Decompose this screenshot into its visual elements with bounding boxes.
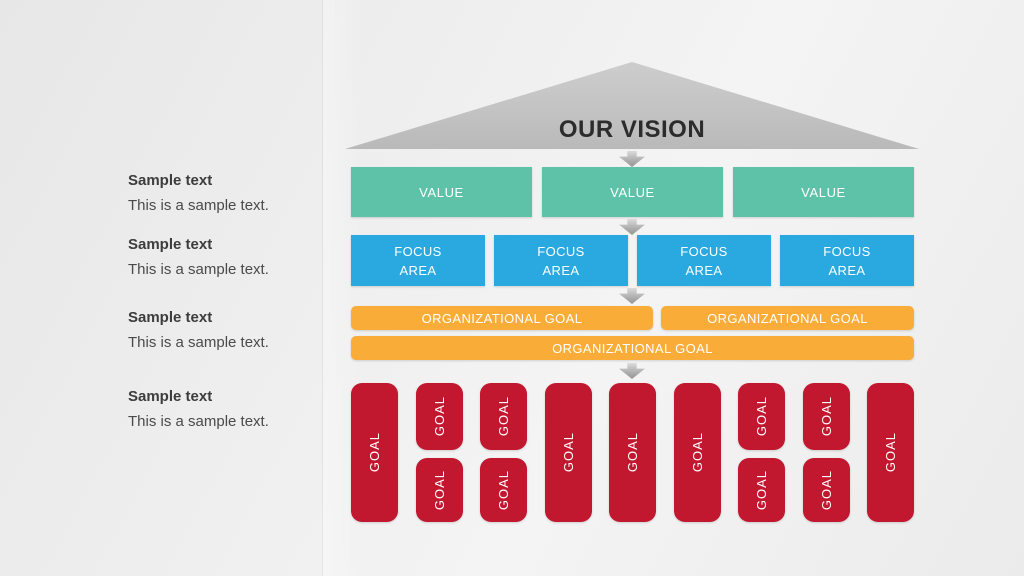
goal-column: GOAL GOAL xyxy=(415,383,463,522)
sample-text-title: Sample text xyxy=(128,309,213,326)
goal-column: GOAL GOAL xyxy=(802,383,850,522)
org-goal-box: ORGANIZATIONAL GOAL xyxy=(661,306,914,330)
sample-text-body: This is a sample text. xyxy=(128,197,269,214)
panel-divider xyxy=(322,0,363,576)
goal-box: GOAL xyxy=(351,383,398,522)
down-arrow-icon xyxy=(619,151,645,167)
org-goals-row: ORGANIZATIONAL GOAL ORGANIZATIONAL GOAL xyxy=(351,306,914,330)
goal-label: GOAL xyxy=(883,432,898,473)
goal-label: GOAL xyxy=(754,469,769,511)
goal-box: GOAL xyxy=(802,458,850,522)
goal-box: GOAL xyxy=(738,383,785,450)
vision-title: OUR VISION xyxy=(558,116,706,143)
focus-area-label: FOCUS AREA xyxy=(537,243,585,278)
goal-column: GOAL xyxy=(609,383,656,522)
goal-box: GOAL xyxy=(415,458,463,522)
goal-label: GOAL xyxy=(818,469,834,511)
sample-text-item: Sample text This is a sample text. xyxy=(128,309,328,352)
value-label: VALUE xyxy=(801,184,846,200)
sample-text-item: Sample text This is a sample text. xyxy=(128,236,328,279)
sample-text-item: Sample text This is a sample text. xyxy=(128,172,328,215)
sample-text-body: This is a sample text. xyxy=(128,413,269,430)
value-box: VALUE xyxy=(733,167,914,217)
goal-column: GOAL xyxy=(867,383,914,522)
goal-label: GOAL xyxy=(689,432,705,473)
org-goal-label: ORGANIZATIONAL GOAL xyxy=(421,310,583,326)
goal-box: GOAL xyxy=(609,383,656,522)
org-goal-label: ORGANIZATIONAL GOAL xyxy=(707,310,868,326)
goal-box: GOAL xyxy=(673,383,721,522)
sample-text-body: This is a sample text. xyxy=(128,334,269,351)
goal-label: GOAL xyxy=(431,469,447,511)
sample-text-title: Sample text xyxy=(128,388,213,405)
values-row: VALUE VALUE VALUE xyxy=(351,167,914,217)
focus-area-box: FOCUS AREA xyxy=(780,235,914,286)
goal-column: GOAL xyxy=(351,383,398,522)
down-arrow-icon xyxy=(619,288,645,304)
value-label: VALUE xyxy=(610,184,655,200)
sample-text-item: Sample text This is a sample text. xyxy=(128,388,328,431)
goal-label: GOAL xyxy=(754,396,769,437)
down-arrow-icon xyxy=(619,219,645,235)
goal-label: GOAL xyxy=(818,396,834,437)
goals-row: GOAL GOAL GOAL GOAL GOAL GOAL GOAL GOAL … xyxy=(351,383,914,522)
sample-text-title: Sample text xyxy=(128,236,213,253)
goal-box: GOAL xyxy=(544,383,592,522)
goal-label: GOAL xyxy=(367,432,382,473)
goal-box: GOAL xyxy=(802,383,850,450)
value-box: VALUE xyxy=(542,167,723,217)
goal-column: GOAL xyxy=(544,383,592,522)
org-goal-box: ORGANIZATIONAL GOAL xyxy=(351,336,914,360)
goal-box: GOAL xyxy=(738,458,785,522)
sample-text-title: Sample text xyxy=(128,172,213,189)
focus-area-label: FOCUS AREA xyxy=(823,243,871,278)
goal-box: GOAL xyxy=(480,458,527,522)
org-goal-label: ORGANIZATIONAL GOAL xyxy=(552,340,713,356)
goal-box: GOAL xyxy=(867,383,914,522)
goal-column: GOAL GOAL xyxy=(480,383,527,522)
goal-label: GOAL xyxy=(625,432,640,473)
org-goal-wide-row: ORGANIZATIONAL GOAL xyxy=(351,336,914,360)
goal-column: GOAL xyxy=(673,383,721,522)
value-box: VALUE xyxy=(351,167,532,217)
goal-label: GOAL xyxy=(431,396,447,437)
org-goal-box: ORGANIZATIONAL GOAL xyxy=(351,306,653,330)
focus-area-box: FOCUS AREA xyxy=(637,235,771,286)
goal-label: GOAL xyxy=(560,432,576,473)
goal-label: GOAL xyxy=(496,469,511,511)
down-arrow-icon xyxy=(619,363,645,379)
goal-box: GOAL xyxy=(415,383,463,450)
focus-area-box: FOCUS AREA xyxy=(494,235,628,286)
vision-roof-triangle: OUR VISION xyxy=(345,62,919,149)
focus-areas-row: FOCUS AREA FOCUS AREA FOCUS AREA FOCUS A… xyxy=(351,235,914,286)
focus-area-label: FOCUS AREA xyxy=(394,243,442,278)
focus-area-label: FOCUS AREA xyxy=(680,243,728,278)
goal-column: GOAL GOAL xyxy=(738,383,785,522)
focus-area-box: FOCUS AREA xyxy=(351,235,485,286)
goal-box: GOAL xyxy=(480,383,527,450)
sample-text-body: This is a sample text. xyxy=(128,261,269,278)
goal-label: GOAL xyxy=(496,396,511,437)
value-label: VALUE xyxy=(419,184,464,200)
